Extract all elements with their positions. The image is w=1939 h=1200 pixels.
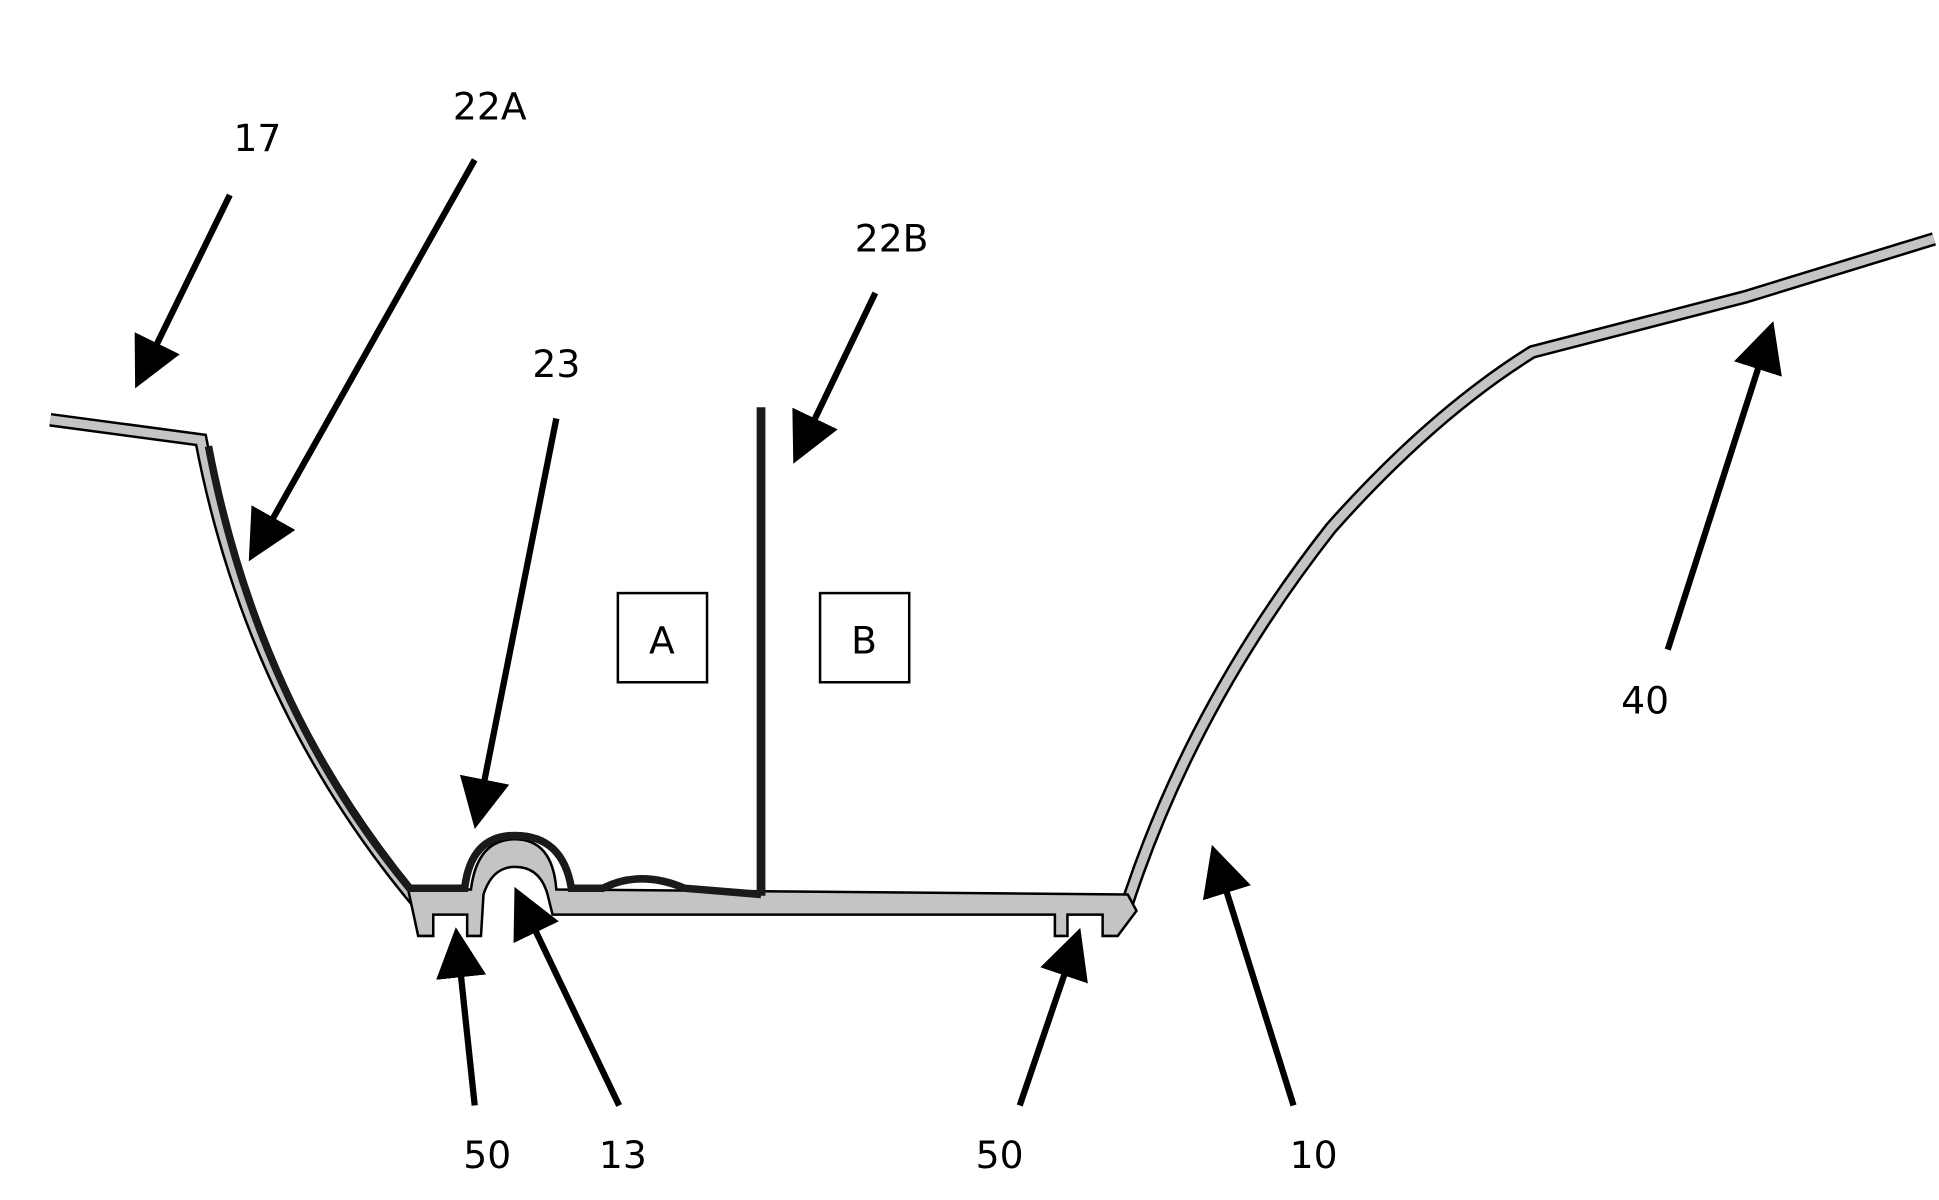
label-40: 40 (1621, 679, 1669, 723)
arrow-22a (248, 158, 478, 562)
arrow-40 (1664, 321, 1782, 651)
arrow-22b (792, 291, 879, 464)
region-a: A (616, 591, 709, 684)
label-23: 23 (532, 342, 580, 386)
label-13: 13 (599, 1133, 647, 1177)
label-22a: 22A (453, 85, 527, 129)
arrow-50-right (1016, 927, 1088, 1107)
arrow-23 (459, 417, 560, 829)
leader-arrows (134, 158, 1782, 1107)
tray-profile (49, 232, 1937, 938)
arrow-10 (1202, 844, 1297, 1107)
label-50-left: 50 (463, 1133, 511, 1177)
arrow-50-left (436, 927, 487, 1106)
label-50-right: 50 (976, 1133, 1024, 1177)
region-b: B (818, 591, 911, 684)
label-22b: 22B (855, 217, 929, 261)
arrow-17 (134, 193, 233, 389)
label-17: 17 (233, 116, 281, 160)
region-b-label: B (851, 618, 877, 662)
region-a-label: A (649, 618, 675, 662)
label-10: 10 (1290, 1133, 1338, 1177)
tray-floor (406, 837, 1139, 938)
lining-22a (204, 445, 762, 899)
arrow-13 (513, 886, 622, 1107)
